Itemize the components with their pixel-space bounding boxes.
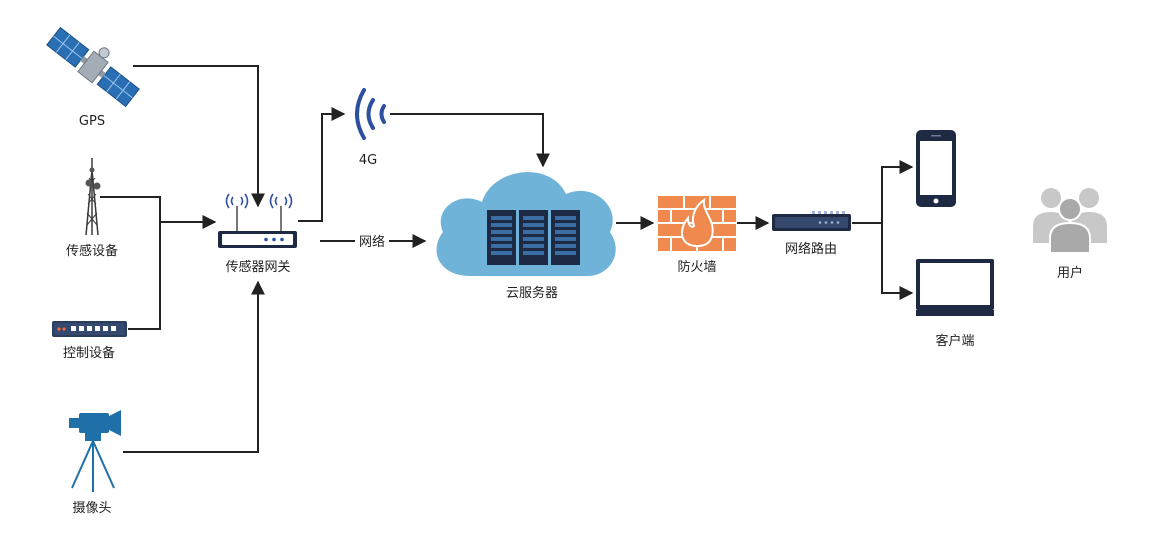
sensor-tower-icon bbox=[85, 158, 101, 236]
node-label-router: 网络路由 bbox=[785, 241, 837, 257]
edge-router-phone bbox=[881, 160, 914, 223]
satellite-icon bbox=[46, 26, 140, 108]
edge-sensor-gateway bbox=[100, 196, 217, 229]
node-label-client: 客户端 bbox=[935, 333, 974, 349]
edge-gps-gateway bbox=[133, 65, 265, 208]
edge-control-gateway bbox=[128, 222, 161, 330]
server-rack-icon bbox=[519, 210, 548, 265]
node-label-gps: GPS bbox=[79, 114, 105, 129]
firewall-icon bbox=[658, 196, 736, 251]
server-rack-icon bbox=[551, 210, 580, 265]
gateway-router-icon bbox=[218, 193, 297, 248]
node-label-users: 用户 bbox=[1057, 265, 1083, 281]
server-rack-icon bbox=[487, 210, 516, 265]
node-label-camera: 摄像头 bbox=[72, 501, 111, 516]
monitor-icon bbox=[916, 259, 994, 316]
node-label-cloud: 云服务器 bbox=[506, 285, 558, 301]
node-label-control: 控制设备 bbox=[63, 345, 115, 361]
switch-icon bbox=[52, 321, 127, 337]
edge-gateway-4g bbox=[298, 107, 346, 222]
users-group-icon bbox=[1033, 188, 1107, 254]
network-router-icon bbox=[772, 211, 851, 231]
node-label-sensor: 传感设备 bbox=[66, 243, 118, 259]
signal-4g-icon bbox=[355, 88, 386, 140]
edge-4g-cloud bbox=[390, 113, 550, 168]
cloud-server-icon bbox=[436, 172, 616, 276]
camera-icon bbox=[69, 410, 121, 492]
edge-camera-gateway bbox=[123, 280, 265, 453]
node-label-gateway: 传感器网关 bbox=[225, 259, 290, 275]
node-label-firewall: 防火墙 bbox=[677, 259, 716, 275]
edge-label-network: 网络 bbox=[359, 234, 385, 250]
smartphone-icon bbox=[916, 130, 956, 207]
node-label-4g: 4G bbox=[359, 153, 377, 168]
edge-router-monitor bbox=[881, 223, 914, 300]
connectors bbox=[100, 65, 914, 453]
